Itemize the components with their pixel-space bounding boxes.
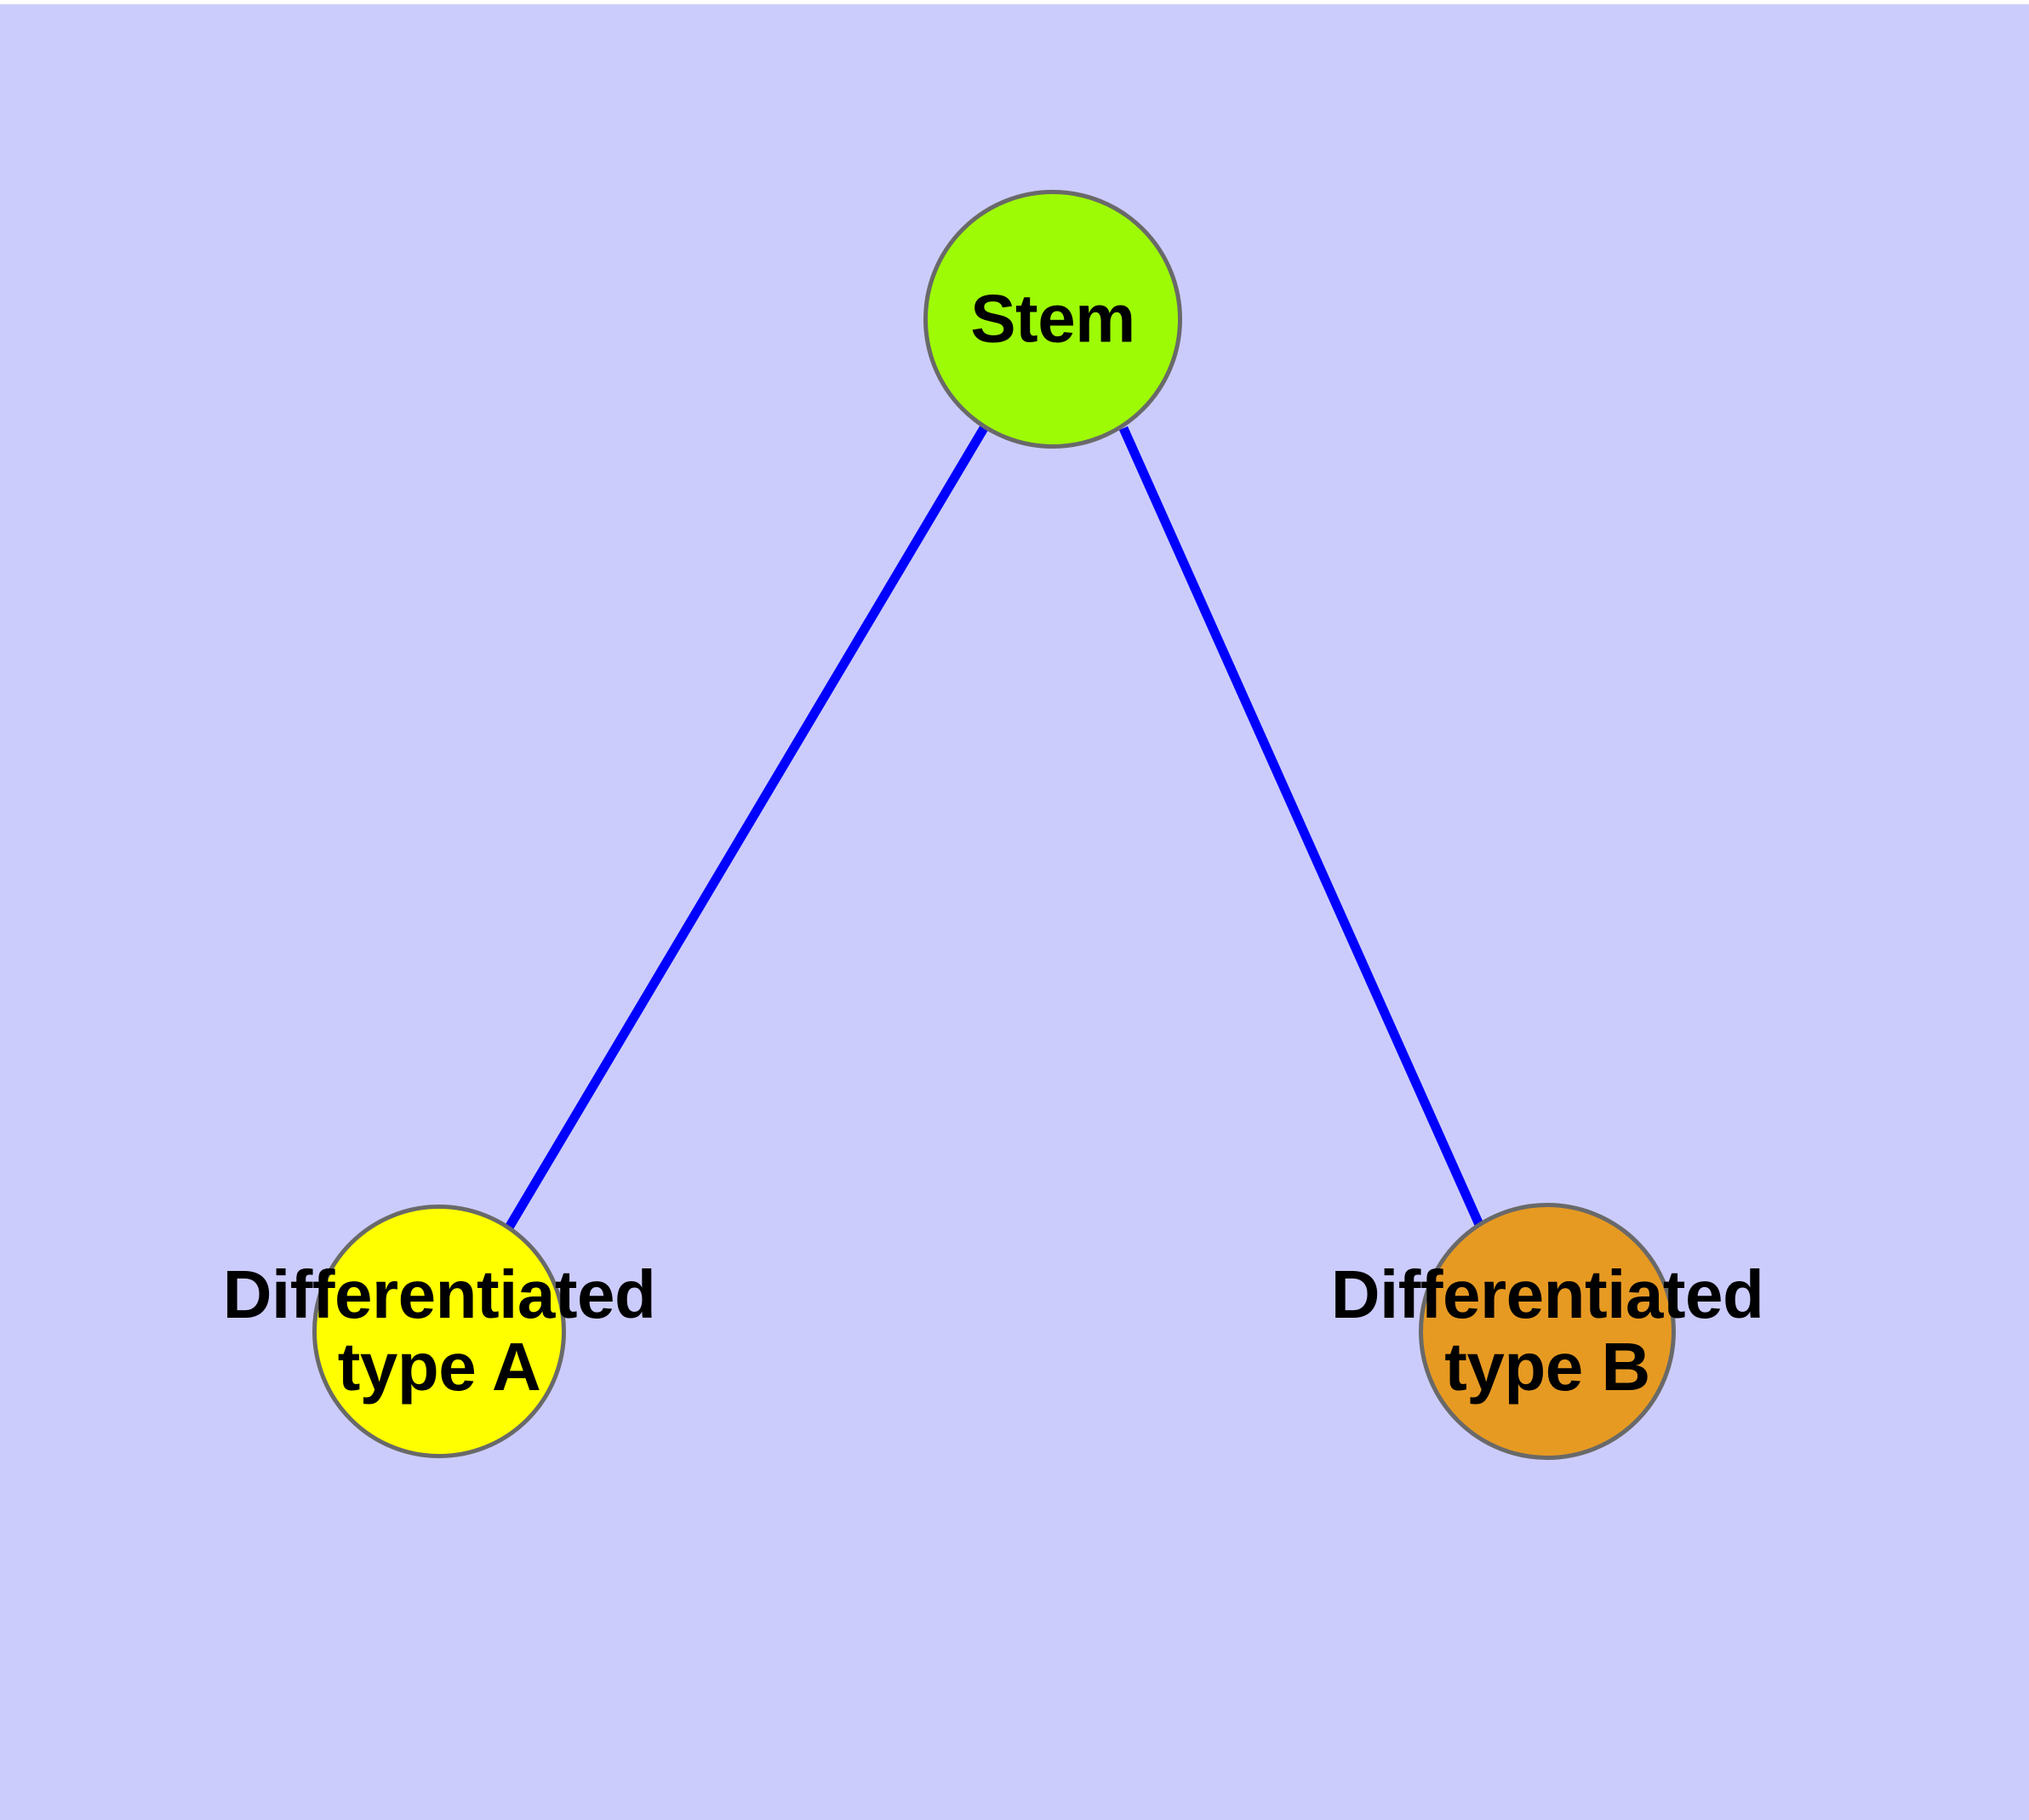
node-differentiated-type-b[interactable]: Differentiated type B: [1331, 1203, 1764, 1460]
node-differentiated-type-a[interactable]: Differentiated type A: [223, 1205, 656, 1458]
node-stem[interactable]: Stem: [923, 190, 1182, 449]
node-differentiated-type-b-circle[interactable]: [1419, 1203, 1676, 1460]
node-stem-circle[interactable]: [923, 190, 1182, 449]
edge-stem-to-diff-a: [505, 426, 988, 1230]
edge-stem-to-diff-b: [1118, 426, 1486, 1231]
node-differentiated-type-a-circle[interactable]: [312, 1205, 566, 1458]
